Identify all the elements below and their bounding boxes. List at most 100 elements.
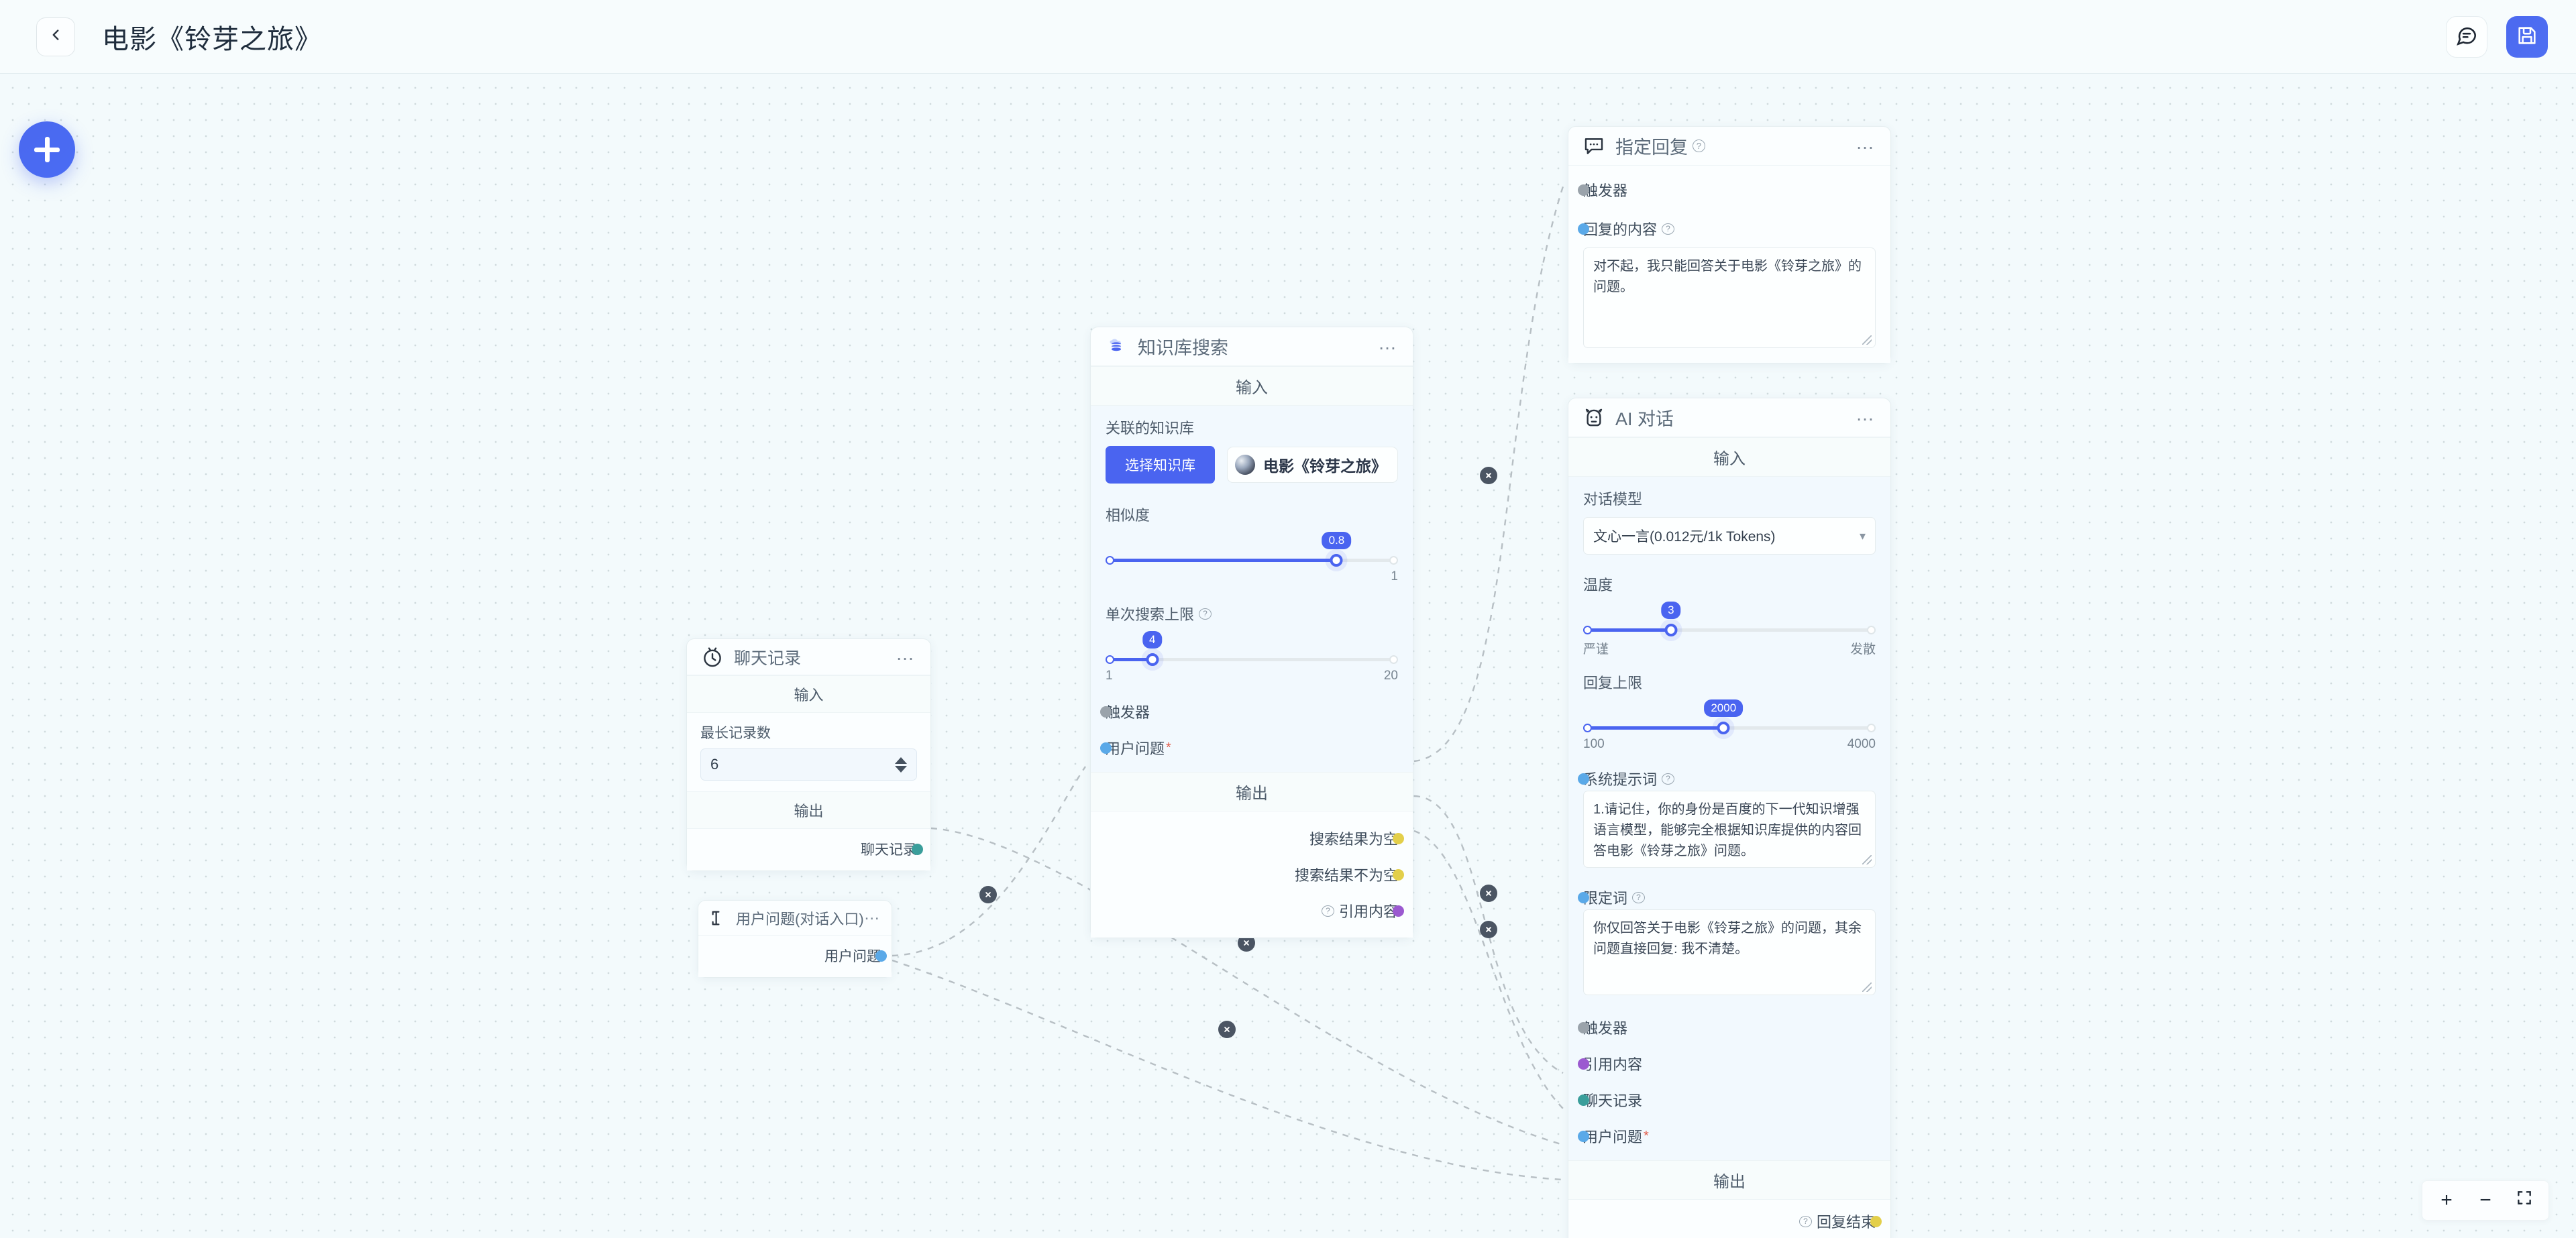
- similarity-slider[interactable]: 0.8 1: [1106, 532, 1398, 583]
- max-records-stepper[interactable]: 6: [700, 748, 917, 781]
- top-k-label: 单次搜索上限 ?: [1106, 603, 1398, 624]
- port-dot-trigger[interactable]: [1577, 184, 1589, 196]
- zoom-controls[interactable]: + −: [2422, 1180, 2549, 1221]
- node-kb-search[interactable]: 知识库搜索 … 输入 关联的知识库 选择知识库 电影《铃芽之旅》 相似度: [1090, 327, 1413, 938]
- slider-min-label: 1: [1106, 669, 1113, 683]
- slider-knob[interactable]: [1717, 722, 1730, 734]
- node-header[interactable]: 指定回复 ? …: [1568, 127, 1890, 166]
- top-k-slider[interactable]: 4 1 20: [1106, 631, 1398, 683]
- comment-button[interactable]: [2446, 16, 2487, 58]
- edge-delete-button[interactable]: [979, 886, 997, 903]
- save-button[interactable]: [2506, 16, 2548, 58]
- edge-question-to-kb: [892, 766, 1086, 957]
- zoom-out-button[interactable]: −: [2479, 1189, 2491, 1211]
- port-dot-reply-content[interactable]: [1577, 223, 1589, 235]
- port-row-quote[interactable]: 引用内容: [1577, 1052, 1876, 1076]
- edge-empty-to-reply: [1413, 186, 1564, 763]
- port-row-result-not-empty[interactable]: 搜索结果不为空: [1106, 862, 1404, 887]
- system-prompt-textarea[interactable]: 1.请记住，你的身份是百度的下一代知识增强语言模型，能够完全根据知识库提供的内容…: [1583, 791, 1876, 868]
- output-section-label: 输出: [687, 791, 930, 829]
- add-node-button[interactable]: [19, 121, 75, 178]
- port-row-trigger[interactable]: 触发器: [1099, 699, 1398, 724]
- edge-delete-button[interactable]: [1480, 467, 1497, 484]
- edge-delete-button[interactable]: [1480, 885, 1497, 902]
- port-dot-quote[interactable]: [1577, 1058, 1589, 1070]
- port-dot-qualifier[interactable]: [1577, 891, 1589, 903]
- reply-limit-slider[interactable]: 2000 100 4000: [1583, 699, 1876, 751]
- slider-min-label: 100: [1583, 737, 1605, 751]
- node-header[interactable]: AI 对话 …: [1568, 398, 1890, 437]
- temperature-slider[interactable]: 3 严谨 发散: [1583, 602, 1876, 657]
- help-icon[interactable]: ?: [1321, 905, 1334, 917]
- port-dot-chat-history-out[interactable]: [911, 843, 923, 855]
- port-row-trigger[interactable]: 触发器: [1577, 1015, 1876, 1039]
- model-select[interactable]: 文心一言(0.012元/1k Tokens) ▾: [1583, 517, 1876, 555]
- port-dot-user-question[interactable]: [1577, 1130, 1589, 1142]
- port-dot-result-not-empty[interactable]: [1392, 868, 1404, 881]
- reply-content-textarea[interactable]: 对不起，我只能回答关于电影《铃芽之旅》的问题。: [1583, 247, 1876, 348]
- slider-knob[interactable]: [1664, 624, 1678, 636]
- slider-knob[interactable]: [1146, 653, 1159, 666]
- kb-item-chip[interactable]: 电影《铃芽之旅》: [1227, 447, 1398, 483]
- help-icon[interactable]: ?: [1632, 891, 1646, 903]
- speech-bubble-icon: [1582, 134, 1606, 158]
- node-ai-dialog[interactable]: AI 对话 … 输入 对话模型 文心一言(0.012元/1k Tokens) ▾…: [1568, 398, 1891, 1238]
- node-title: 聊天记录: [734, 649, 802, 668]
- slider-knob[interactable]: [1330, 554, 1343, 567]
- port-dot-user-question[interactable]: [1099, 742, 1112, 754]
- node-header[interactable]: 知识库搜索 …: [1091, 327, 1413, 366]
- node-menu-button[interactable]: …: [1856, 131, 1876, 153]
- help-icon[interactable]: ?: [1662, 773, 1675, 785]
- port-dot-reply-end[interactable]: [1870, 1215, 1882, 1227]
- node-specified-reply[interactable]: 指定回复 ? … 触发器 回复的内容 ? 对不起，我只能回答关于电影《铃芽之旅》…: [1568, 126, 1891, 363]
- port-row-user-question-out[interactable]: 用户问题: [709, 944, 887, 968]
- port-dot-quote-content[interactable]: [1392, 905, 1404, 917]
- port-row-result-empty[interactable]: 搜索结果为空: [1106, 826, 1404, 850]
- port-row-user-question[interactable]: 用户问题 *: [1099, 736, 1398, 760]
- edge-delete-button[interactable]: [1480, 921, 1497, 938]
- port-dot-user-question-out[interactable]: [875, 950, 887, 962]
- port-row-user-question[interactable]: 用户问题 *: [1577, 1124, 1876, 1148]
- port-row-reply-content[interactable]: 回复的内容 ?: [1577, 217, 1876, 241]
- top-bar: 电影《铃芽之旅》: [0, 0, 2576, 74]
- node-chat-history[interactable]: 聊天记录 … 输入 最长记录数 6 输出 聊天记录: [686, 638, 931, 871]
- fit-screen-button[interactable]: [2508, 1186, 2540, 1215]
- node-menu-button[interactable]: …: [1378, 332, 1398, 353]
- port-row-trigger[interactable]: 触发器: [1577, 178, 1876, 202]
- node-menu-button[interactable]: …: [1856, 403, 1876, 425]
- port-row-chat-history-out[interactable]: 聊天记录: [700, 837, 923, 861]
- select-kb-button[interactable]: 选择知识库: [1106, 446, 1215, 484]
- port-row-reply-end[interactable]: ? 回复结束: [1583, 1209, 1882, 1233]
- zoom-in-button[interactable]: +: [2440, 1189, 2453, 1211]
- help-icon[interactable]: ?: [1799, 1215, 1812, 1227]
- node-menu-button[interactable]: …: [896, 642, 916, 664]
- node-menu-button[interactable]: …: [863, 905, 881, 923]
- qualifier-textarea[interactable]: 你仅回答关于电影《铃芽之旅》的问题，其余问题直接回复: 我不清楚。: [1583, 909, 1876, 995]
- edge-delete-button[interactable]: [1218, 1021, 1236, 1038]
- stepper-arrows-icon[interactable]: [895, 756, 907, 773]
- port-label: 搜索结果为空: [1309, 831, 1398, 848]
- edge-quote-to-ai: [1413, 830, 1564, 1109]
- help-icon[interactable]: ?: [1693, 139, 1705, 152]
- chat-bubble-icon: [2455, 24, 2478, 50]
- back-button[interactable]: [36, 17, 75, 56]
- port-row-system-prompt[interactable]: 系统提示词 ?: [1577, 767, 1876, 791]
- node-header[interactable]: 用户问题(对话入口) …: [698, 901, 892, 936]
- port-dot-result-empty[interactable]: [1392, 832, 1404, 844]
- port-row-quote-content[interactable]: ? 引用内容: [1106, 899, 1404, 923]
- node-header[interactable]: 聊天记录 …: [687, 639, 930, 675]
- slider-fill: [1106, 559, 1337, 562]
- help-icon[interactable]: ?: [1199, 608, 1212, 620]
- slider-end-labels: 1 20: [1106, 669, 1398, 683]
- port-row-chat-history[interactable]: 聊天记录: [1577, 1088, 1876, 1112]
- workflow-canvas[interactable]: 指定回复 ? … 触发器 回复的内容 ? 对不起，我只能回答关于电影《铃芽之旅》…: [0, 74, 2576, 1238]
- port-dot-system-prompt[interactable]: [1577, 773, 1589, 785]
- node-user-question[interactable]: 用户问题(对话入口) … 用户问题: [698, 900, 892, 978]
- port-dot-trigger[interactable]: [1099, 706, 1112, 718]
- port-row-qualifier[interactable]: 限定词 ?: [1577, 885, 1876, 909]
- text-cursor-icon: [709, 908, 729, 928]
- port-dot-trigger[interactable]: [1577, 1021, 1589, 1033]
- port-dot-chat-history[interactable]: [1577, 1094, 1589, 1106]
- node-title: 用户问题(对话入口): [736, 910, 864, 927]
- help-icon[interactable]: ?: [1662, 223, 1675, 235]
